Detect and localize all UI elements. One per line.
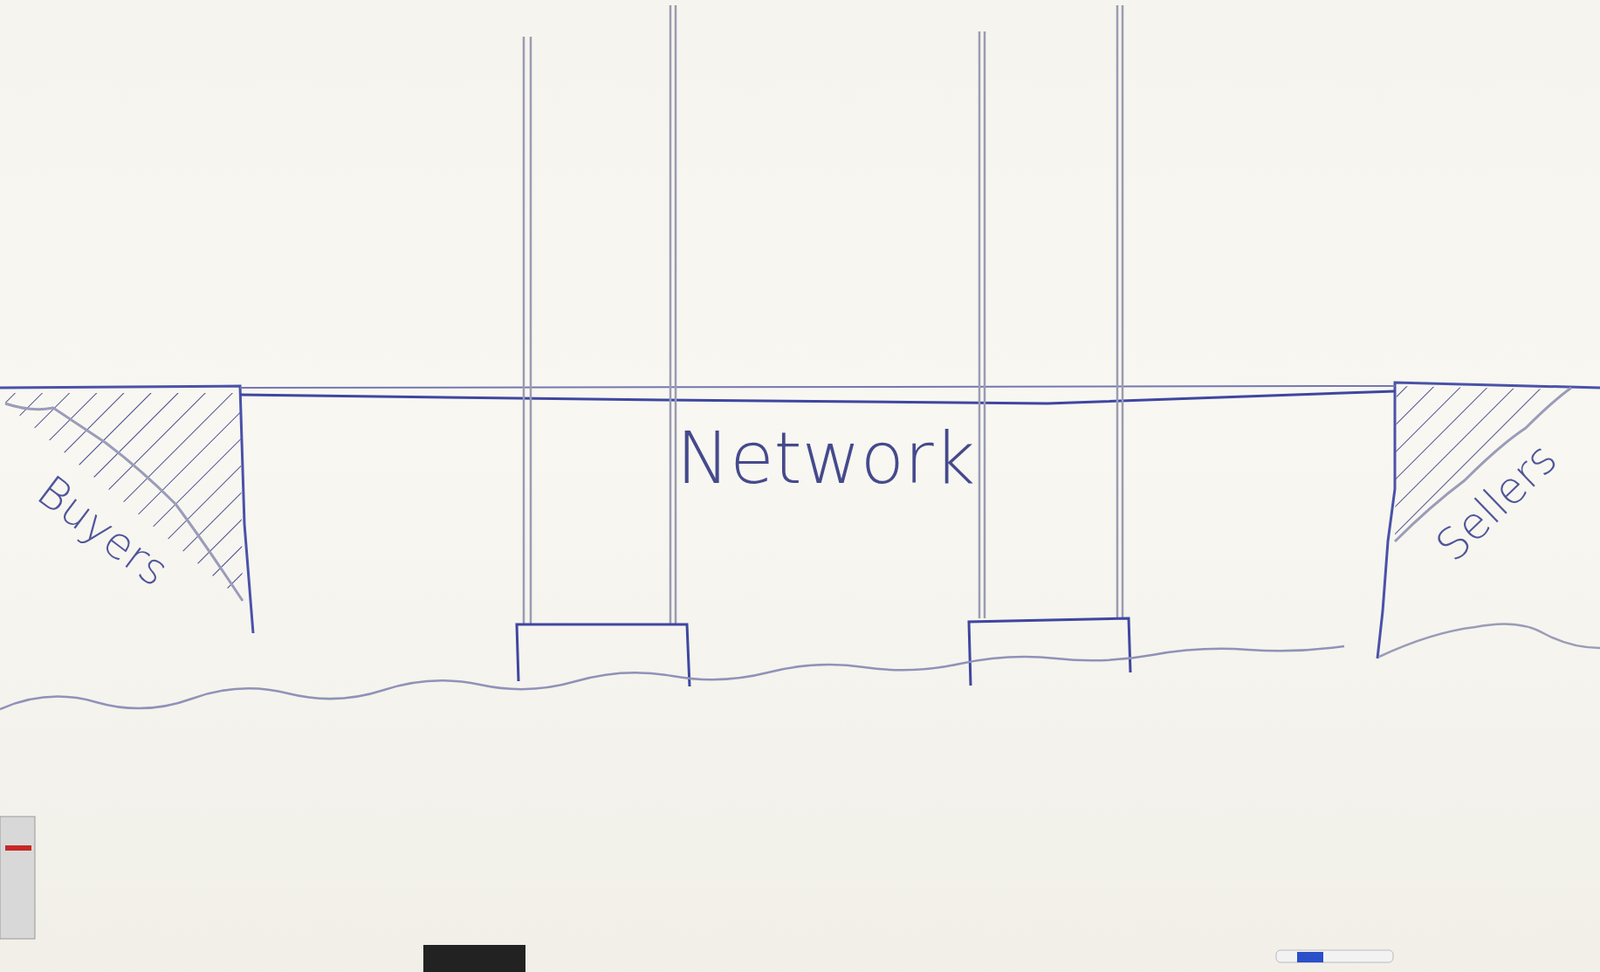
marker-cap <box>1297 951 1324 962</box>
water-line <box>1379 623 1600 657</box>
bridge-pier <box>516 618 1131 687</box>
left-cliff <box>0 385 254 633</box>
cliff-edge <box>5 403 243 601</box>
cliff-hatching <box>5 392 243 601</box>
bridge-deck <box>240 385 1395 388</box>
right-cliff <box>1377 382 1600 659</box>
eraser <box>423 944 526 972</box>
marker-cap <box>5 844 32 851</box>
marker <box>1276 949 1394 962</box>
marker-holder <box>0 816 35 939</box>
network-label-box: Network <box>676 418 976 498</box>
bridge-tower <box>523 5 1123 625</box>
network-label: Network <box>676 418 976 498</box>
water-line <box>0 645 1345 709</box>
bridge-deck <box>240 391 1395 404</box>
